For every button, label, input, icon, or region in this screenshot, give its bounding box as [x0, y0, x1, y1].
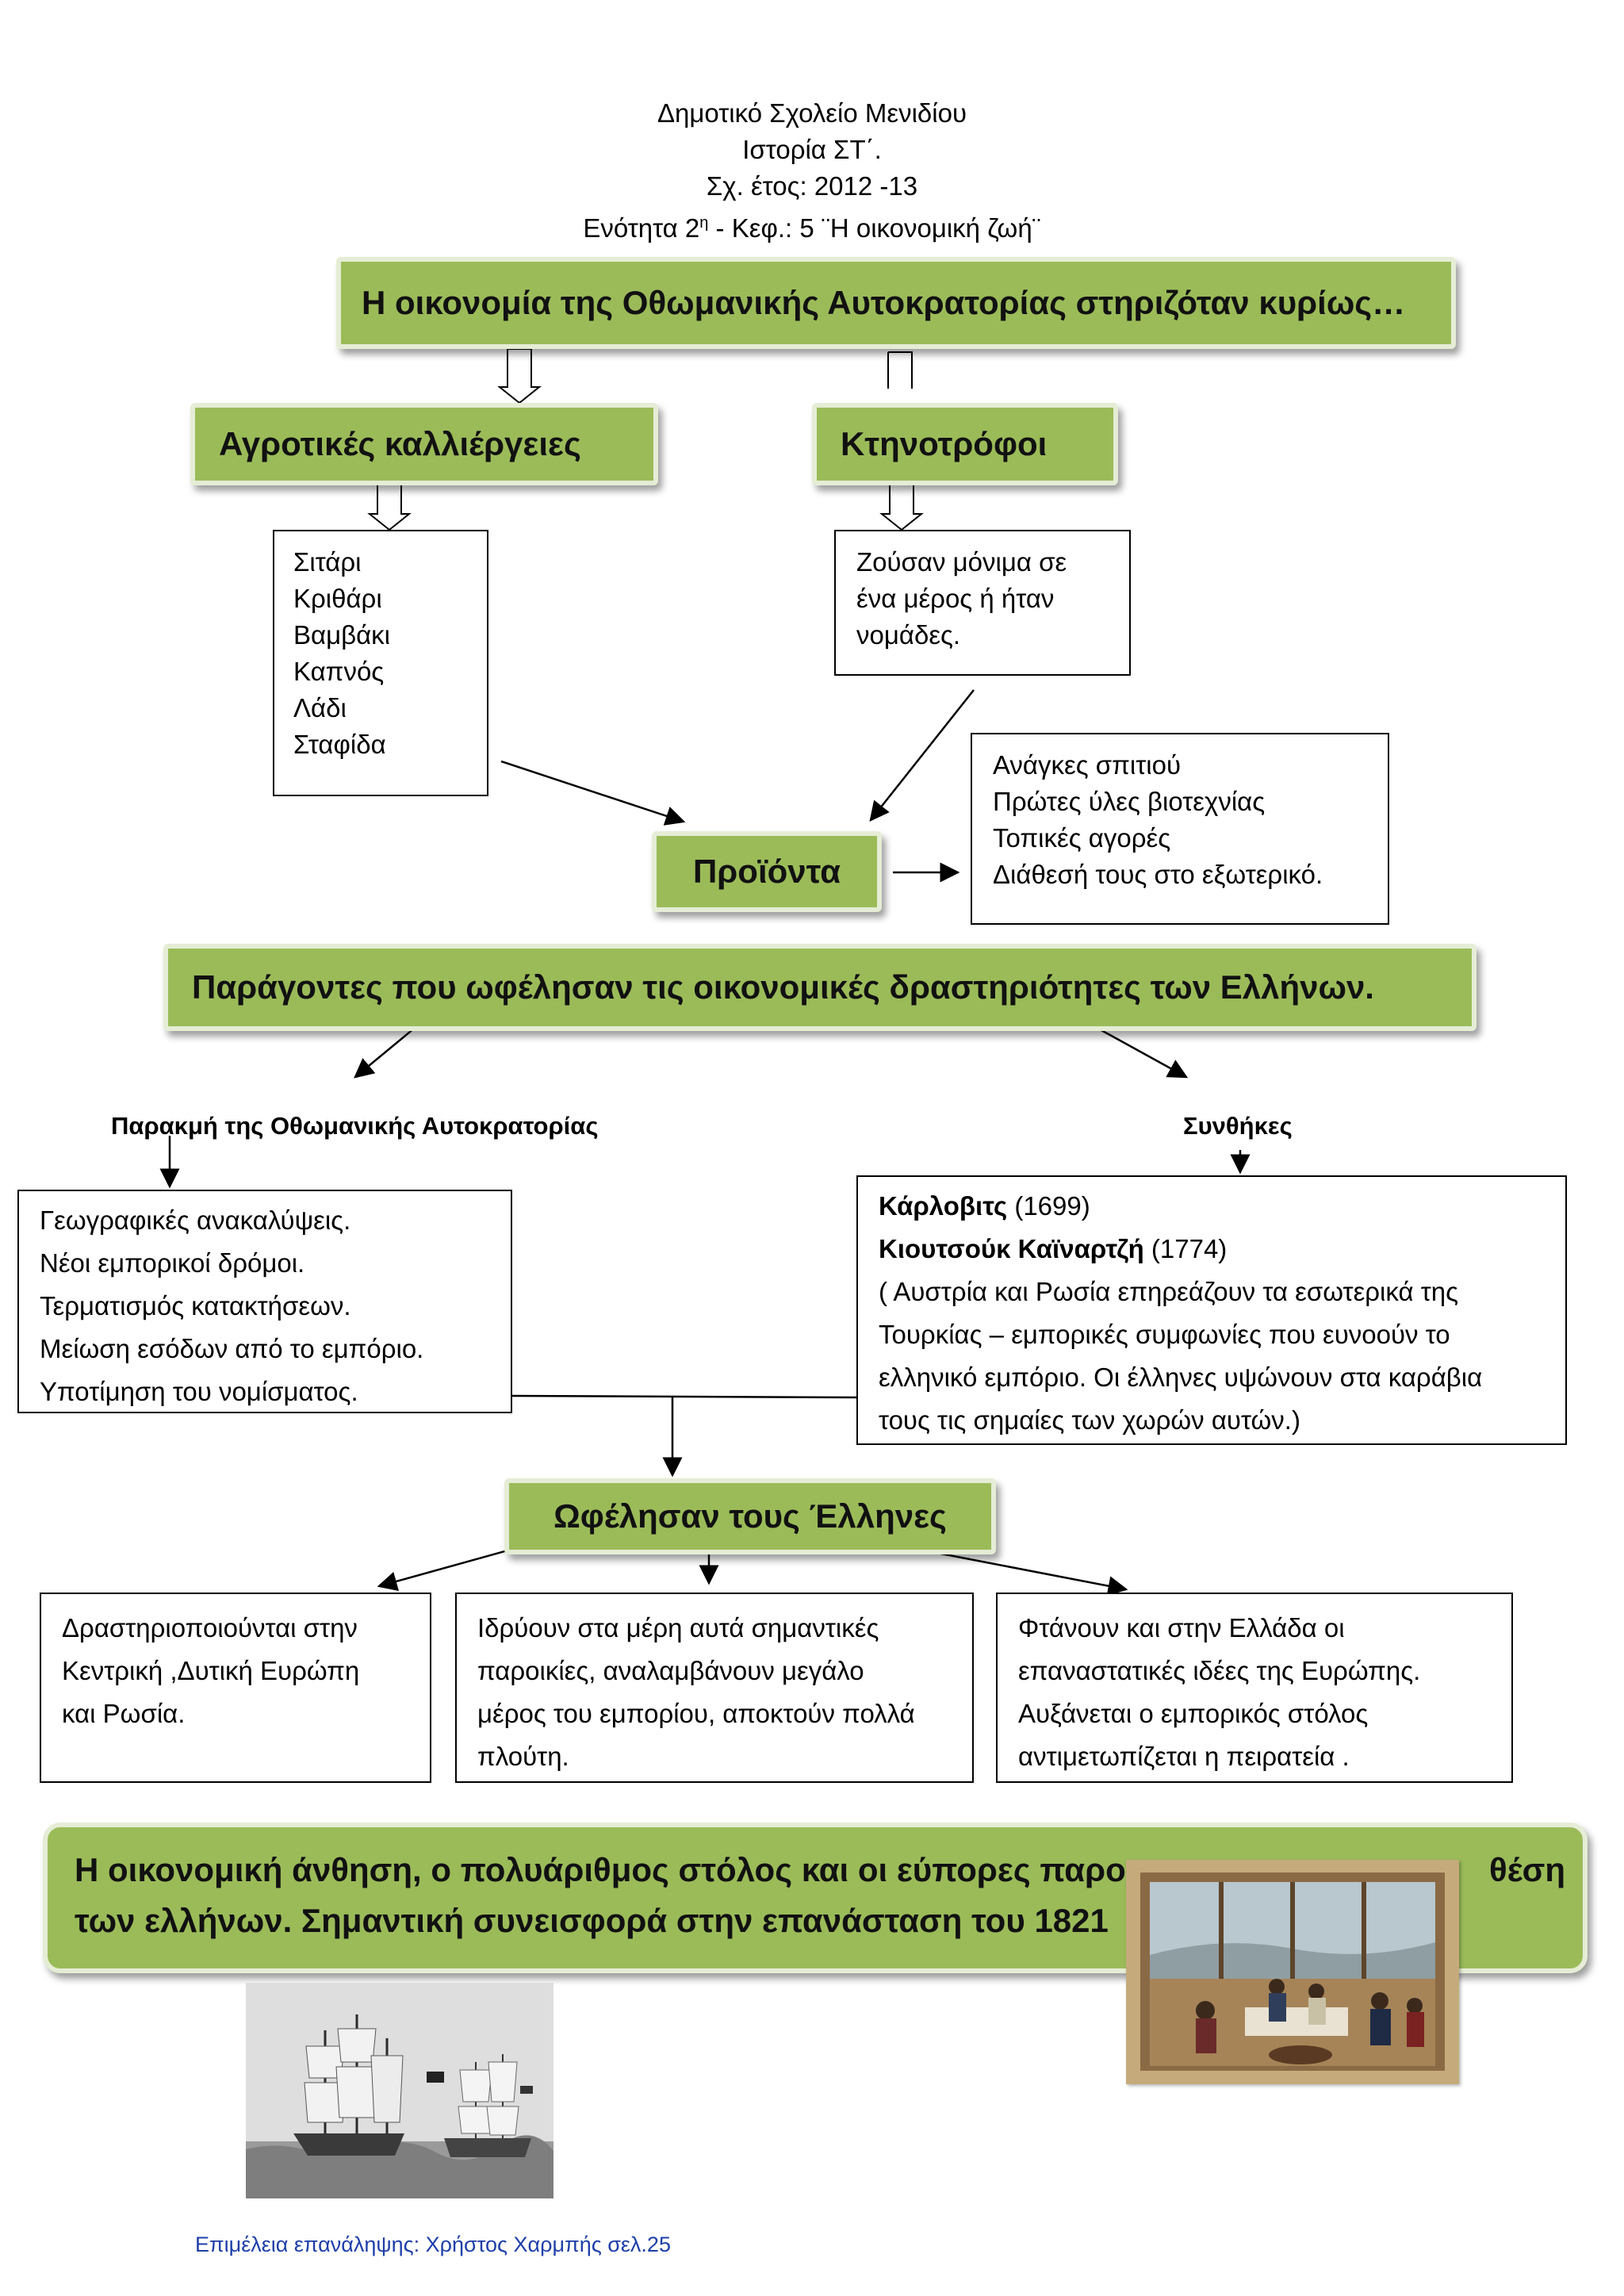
conclusion-line1-end: θέση: [1489, 1851, 1566, 1888]
interior-painting-image: [1126, 1860, 1459, 2084]
arrow-benefit-to-left: [377, 1545, 523, 1592]
factors-text: Παράγοντες που ωφέλησαν τις οικονομικές …: [192, 968, 1374, 1006]
school-name: Δημοτικό Σχολείο Μενιδίου: [657, 98, 967, 128]
result-left-line: και Ρωσία.: [62, 1699, 186, 1728]
result-left-box: Δραστηριοποιούνται στην Κεντρική ,Δυτική…: [40, 1593, 431, 1783]
result-middle-box: Ιδρύουν στα μέρη αυτά σημαντικές παροικί…: [455, 1593, 974, 1783]
product-use: Πρώτες ύλες βιοτεχνίας: [993, 787, 1266, 816]
decline-line: Μείωση εσόδων από το εμπόριο.: [40, 1334, 424, 1363]
page-header: Δημοτικό Σχολείο Μενιδίου Ιστορία ΣΤ΄. Σ…: [0, 95, 1624, 247]
decline-box: Γεωγραφικές ανακαλύψεις. Νέοι εμπορικοί …: [17, 1190, 512, 1413]
treaty-karlovits: Κάρλοβιτς (1699): [879, 1185, 1565, 1228]
treaty-1-name: Κάρλοβιτς: [879, 1191, 1008, 1221]
decline-label: Παρακμή της Οθωμανικής Αυτοκρατορίας: [111, 1112, 599, 1140]
crop-item: Βαμβάκι: [293, 620, 390, 650]
crops-list-box: Σιτάρι Κριθάρι Βαμβάκι Καπνός Λάδι Σταφί…: [273, 530, 488, 796]
treaty-kuchuk: Κιουτσούκ Καϊναρτζή (1774): [879, 1228, 1565, 1271]
conclusion-line1-start: Η οικονομική άνθηση, ο πολυάριθμος στόλο…: [75, 1851, 1126, 1888]
school-year: Σχ. έτος: 2012 -13: [706, 171, 918, 201]
treaty-1-year: (1699): [1007, 1191, 1090, 1221]
arrow-crops-to-products: [500, 760, 686, 826]
treaty-2-year: (1774): [1143, 1234, 1228, 1263]
herders-title: Κτηνοτρόφοι: [841, 425, 1048, 462]
result-right-line: Αυξάνεται ο εμπορικός στόλος: [1018, 1699, 1369, 1728]
unit-sup: η: [699, 214, 709, 232]
ships-engraving-graphic: [246, 1983, 553, 2198]
products-title: Προϊόντα: [692, 853, 841, 890]
herders-line: ένα μέρος ή ήταν: [856, 584, 1055, 613]
subject-title: Ιστορία ΣΤ΄.: [742, 135, 882, 164]
join-line: [511, 1394, 857, 1399]
product-use: Ανάγκες σπιτιού: [993, 750, 1182, 780]
unit-suffix: - Κεφ.: 5 ¨Η οικονομική ζωή¨: [708, 213, 1041, 243]
conclusion-line2: των ελλήνων. Σημαντική συνεισφορά στην ε…: [75, 1902, 1109, 1939]
crop-item: Λάδι: [293, 693, 347, 723]
ships-engraving-image: [246, 1983, 553, 2198]
crop-item: Σιτάρι: [293, 547, 362, 577]
result-right-line: αντιμετωπίζεται η πειρατεία .: [1018, 1742, 1350, 1771]
decline-line: Νέοι εμπορικοί δρόμοι.: [40, 1248, 305, 1278]
treaty-note-line: Τουρκίας – εμπορικές συμφωνίες που ευνοο…: [879, 1320, 1450, 1349]
decline-line: Γεωγραφικές ανακαλύψεις.: [40, 1205, 351, 1235]
block-arrow-to-herders-text: [879, 479, 924, 531]
result-right-box: Φτάνουν και στην Ελλάδα οι επαναστατικές…: [996, 1593, 1513, 1783]
block-arrow-to-agriculture: [497, 348, 542, 404]
treaty-2-name: Κιουτσούκ Καϊναρτζή: [879, 1234, 1144, 1263]
decline-line: Υποτίμηση του νομίσματος.: [40, 1377, 358, 1406]
decline-line: Τερματισμός κατακτήσεων.: [40, 1291, 351, 1320]
result-middle-line: μέρος του εμπορίου, αποκτούν πολλά: [477, 1699, 915, 1728]
product-use: Τοπικές αγορές: [993, 823, 1171, 853]
agriculture-box: Αγροτικές καλλιέργειες: [190, 403, 658, 485]
herders-text-box: Ζούσαν μόνιμα σε ένα μέρος ή ήταν νομάδε…: [834, 530, 1131, 676]
interior-painting-graphic: [1126, 1860, 1459, 2084]
treaty-note-line: ελληνικό εμπόριο. Οι έλληνες υψώνουν στα…: [879, 1363, 1483, 1392]
economy-basis-text: Η οικονομία της Οθωμανικής Αυτοκρατορίας…: [362, 284, 1406, 321]
treaty-note-line: τους τις σημαίες των χωρών αυτών.): [879, 1405, 1300, 1435]
products-box: Προϊόντα: [652, 831, 882, 912]
block-arrow-to-crops: [367, 483, 412, 531]
result-middle-line: παροικίες, αναλαμβάνουν μεγάλο: [477, 1656, 864, 1685]
factors-box: Παράγοντες που ωφέλησαν τις οικονομικές …: [163, 944, 1477, 1031]
herders-box: Κτηνοτρόφοι: [812, 403, 1118, 485]
crop-item: Κριθάρι: [293, 584, 382, 613]
product-use: Διάθεσή τους στο εξωτερικό.: [993, 860, 1323, 889]
economy-basis-box: Η οικονομία της Οθωμανικής Αυτοκρατορίας…: [336, 257, 1456, 349]
crop-item: Καπνός: [293, 657, 385, 686]
product-uses-box: Ανάγκες σπιτιού Πρώτες ύλες βιοτεχνίας Τ…: [971, 733, 1389, 925]
herders-line: Ζούσαν μόνιμα σε: [856, 547, 1067, 577]
arrow-herders-to-products: [869, 689, 975, 822]
treaties-label: Συνθήκες: [1183, 1112, 1293, 1140]
footer-credit: Επιμέλεια επανάληψης: Χρήστος Χαρμπής σε…: [195, 2233, 671, 2256]
result-left-line: Κεντρική ,Δυτική Ευρώπη: [62, 1656, 360, 1685]
unit-prefix: Ενότητα 2: [583, 213, 700, 243]
result-middle-line: Ιδρύουν στα μέρη αυτά σημαντικές: [477, 1613, 879, 1642]
result-right-line: επαναστατικές ιδέες της Ευρώπης.: [1018, 1656, 1421, 1685]
conclusion-text: Η οικονομική άνθηση, ο πολυάριθμος στόλο…: [75, 1845, 1565, 1946]
benefit-box: Ωφέλησαν τους Έλληνες: [504, 1478, 996, 1554]
result-middle-line: πλούτη.: [477, 1742, 569, 1771]
result-left-line: Δραστηριοποιούνται στην: [62, 1613, 358, 1642]
treaty-note-line: ( Αυστρία και Ρωσία επηρεάζουν τα εσωτερ…: [879, 1277, 1459, 1306]
block-arrow-to-herders: [888, 351, 913, 389]
result-right-line: Φτάνουν και στην Ελλάδα οι: [1018, 1613, 1345, 1642]
agriculture-title: Αγροτικές καλλιέργειες: [219, 425, 581, 462]
crop-item: Σταφίδα: [293, 730, 386, 759]
treaties-box: Κάρλοβιτς (1699) Κιουτσούκ Καϊναρτζή (17…: [856, 1175, 1567, 1445]
unit-line: Ενότητα 2η - Κεφ.: 5 ¨Η οικονομική ζωή¨: [0, 205, 1624, 247]
benefit-text: Ωφέλησαν τους Έλληνες: [553, 1497, 947, 1535]
herders-line: νομάδες.: [856, 620, 961, 650]
